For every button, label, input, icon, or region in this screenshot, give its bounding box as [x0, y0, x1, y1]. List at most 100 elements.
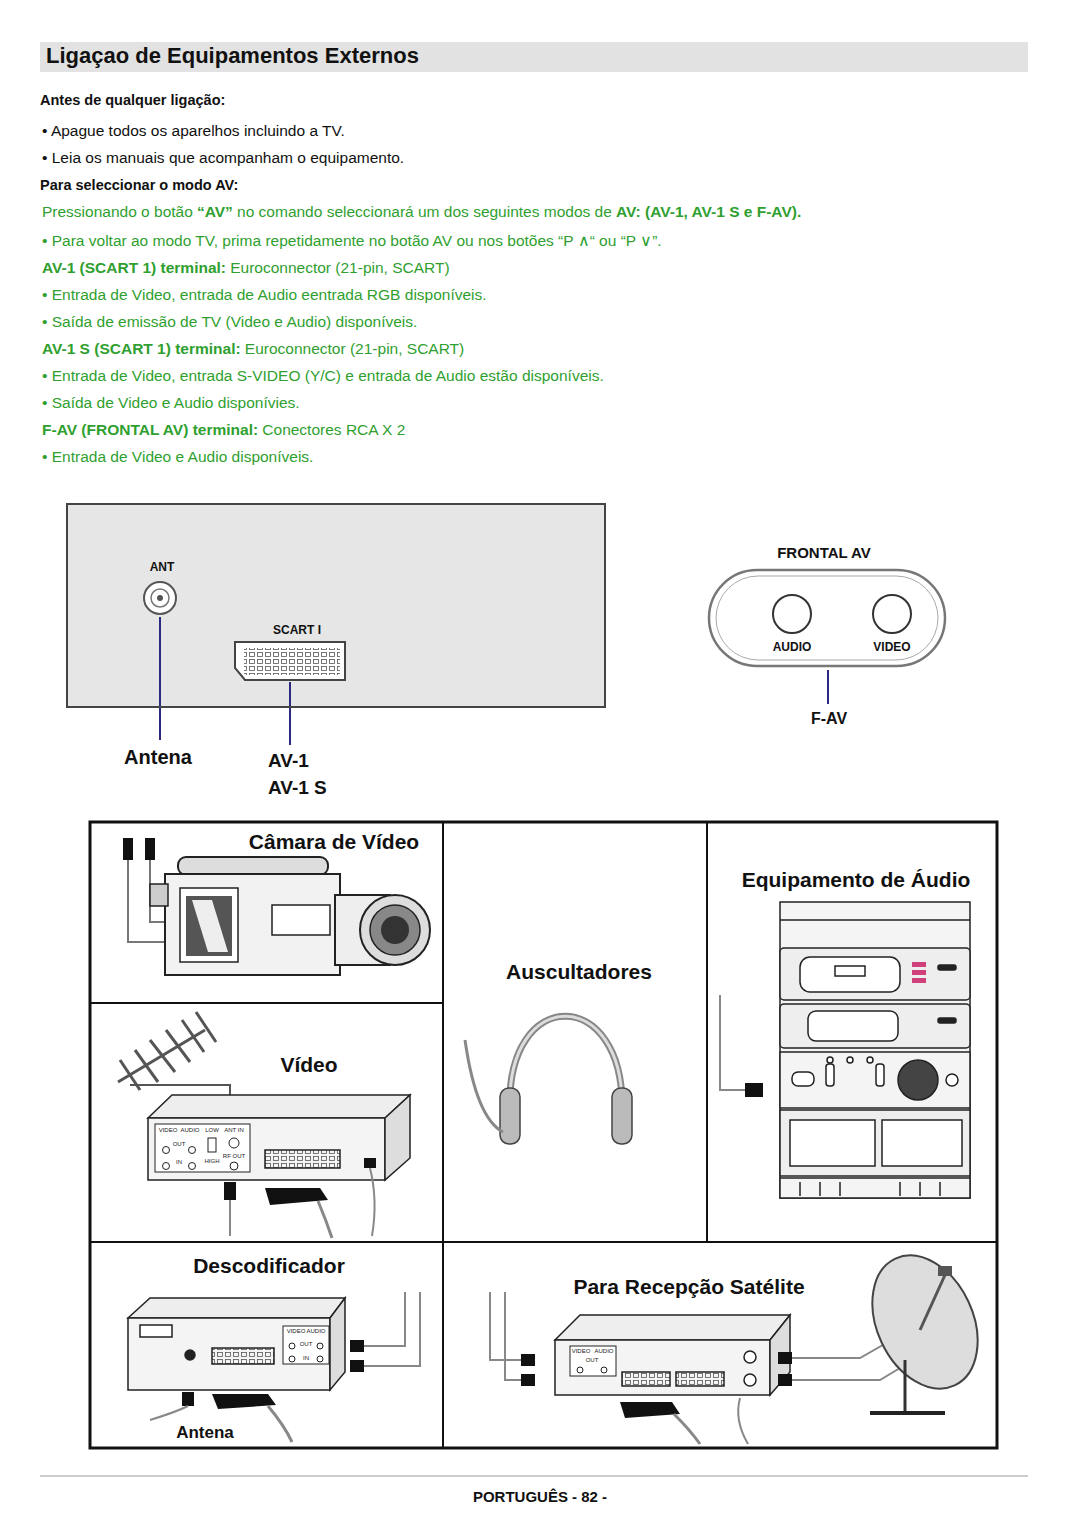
stereo-drawing [827, 1057, 833, 1063]
satellite-receiver-drawing [601, 1367, 607, 1373]
body-text: • Saída de Video e Audio disponívies. [42, 394, 300, 411]
back-panel: ANTSCART I [66, 503, 606, 708]
bold-text: AV: (AV-1, AV-1 S e F-AV). [616, 203, 801, 220]
stereo-drawing [876, 1064, 884, 1086]
node-heading: FRONTAL AV [777, 544, 871, 562]
footer-rule [40, 1476, 1028, 1477]
text-line: • Saída de Video e Audio disponívies. [42, 394, 300, 413]
body-text: Conectores RCA X 2 [262, 421, 405, 438]
body-text: • Saída de emissão de TV (Video e Audio)… [42, 313, 417, 330]
camera-drawing [180, 888, 238, 962]
node-heading: Auscultadores [506, 959, 652, 984]
text-line: Antes de qualquer ligação: [40, 91, 225, 109]
stereo-drawing [780, 902, 970, 1198]
body-text: • Entrada de Video e Audio disponíveis. [42, 448, 313, 465]
jack-label: LOW [205, 1127, 219, 1134]
decoder-drawing [289, 1343, 295, 1349]
vcr-drawing [155, 1124, 250, 1172]
bold-text: F-AV (FRONTAL AV) terminal: [42, 421, 258, 438]
camera-drawing [381, 916, 409, 944]
satellite-dish-drawing [938, 1266, 952, 1276]
bold-text: AV-1 S (SCART 1) terminal: [42, 340, 241, 357]
vcr-drawing [148, 1095, 410, 1180]
satellite-receiver-drawing [676, 1372, 724, 1386]
jack-label: OUT [300, 1341, 313, 1348]
camera-drawing [145, 838, 155, 860]
vcr-drawing [229, 1138, 239, 1148]
bold-text: “AV” [197, 203, 233, 220]
node-text: VIDEO [873, 640, 910, 654]
vcr-drawing [189, 1163, 196, 1170]
jack-label: OUT [173, 1141, 186, 1148]
body-text: Pressionando o botão [42, 203, 193, 220]
satellite-cables [738, 1398, 748, 1444]
connector-label: Antena [124, 745, 192, 769]
device-cell: Para Recepção Satélite [443, 1242, 997, 1448]
body-text: Euroconnector (21-pin, SCART) [230, 259, 449, 276]
bold-text: Antes de qualquer ligação: [40, 92, 225, 108]
jack-label: HIGH [205, 1158, 220, 1165]
decoder-drawing [128, 1298, 345, 1390]
jack-label: VIDEO [287, 1328, 306, 1335]
decoder-drawing [317, 1343, 323, 1349]
satellite-cables [521, 1374, 535, 1386]
body-text: • Para voltar ao modo TV, prima repetida… [42, 232, 662, 249]
back-panel [157, 595, 163, 601]
bold-text: Para seleccionar o modo AV: [40, 177, 238, 193]
stereo-drawing [780, 902, 970, 1198]
satellite-dish-drawing [904, 1360, 907, 1412]
connector-label: F-AV [811, 709, 847, 728]
text-line: • Saída de emissão de TV (Video e Audio)… [42, 313, 417, 332]
device-cell: Auscultadores [443, 822, 707, 1242]
vcr-drawing [148, 1118, 385, 1180]
satellite-receiver-drawing [555, 1340, 770, 1395]
headphones-drawing [500, 1088, 520, 1144]
decoder-drawing [212, 1348, 274, 1364]
page-footer: PORTUGUÊS - 82 - [473, 1488, 607, 1506]
back-panel [151, 589, 169, 607]
device-cell: Vídeo [90, 1003, 443, 1242]
text-line: • Apague todos os aparelhos incluindo a … [42, 122, 345, 141]
back-panel [144, 582, 176, 614]
stereo-drawing [835, 966, 865, 976]
camera-drawing [360, 895, 430, 965]
satellite-receiver-drawing [577, 1367, 583, 1373]
node-text: SCART I [273, 623, 321, 637]
text-line: F-AV (FRONTAL AV) terminal:Conectores RC… [42, 421, 405, 440]
satellite-dish-drawing [852, 1238, 998, 1413]
text-line: Pressionando o botão“AV”no comando selec… [42, 203, 801, 222]
back-panel [244, 648, 340, 675]
vcr-drawing [208, 1138, 216, 1152]
bold-text: AV-1 (SCART 1) terminal: [42, 259, 226, 276]
decoder-drawing [128, 1298, 345, 1318]
camera-drawing [192, 900, 228, 952]
device-cell: Câmara de Vídeo [90, 822, 443, 1003]
satellite-receiver-drawing [570, 1346, 616, 1376]
satellite-receiver-drawing [622, 1372, 670, 1386]
stereo-drawing [780, 948, 970, 1000]
camera-drawing [370, 905, 420, 955]
stereo-drawing [946, 1074, 958, 1086]
oval-outline [707, 568, 947, 668]
camera-drawing [150, 884, 168, 906]
headphones-drawing [510, 1016, 622, 1110]
headphones-drawing [510, 1016, 622, 1110]
text-line: • Para voltar ao modo TV, prima repetida… [42, 232, 662, 251]
antenna-drawing [135, 1050, 158, 1082]
body-text: • Entrada de Video, entrada de Audio een… [42, 286, 487, 303]
stereo-drawing [847, 1057, 853, 1063]
title-bar [40, 42, 1028, 72]
jack-label: VIDEO [572, 1348, 591, 1355]
satellite-cables [778, 1352, 792, 1364]
stereo-drawing [780, 1004, 970, 1048]
decoder-cables [150, 1406, 188, 1420]
audio-cable [720, 995, 746, 1090]
vcr-drawing [230, 1162, 238, 1170]
body-text: no comando seleccionará um dos seguintes… [237, 203, 612, 220]
headphones-drawing [612, 1088, 632, 1144]
stereo-drawing [792, 1072, 814, 1086]
leader-line [289, 682, 291, 745]
headphones-drawing [465, 1016, 632, 1144]
decoder-drawing [128, 1318, 330, 1390]
stereo-drawing [780, 1110, 970, 1176]
